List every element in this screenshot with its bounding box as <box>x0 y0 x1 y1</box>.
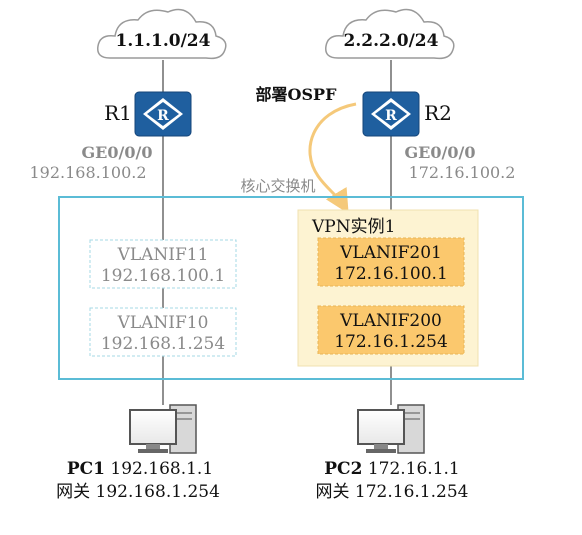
pc2-info: PC2 172.16.1.1 <box>324 459 460 479</box>
vlanif10-name: VLANIF10 <box>117 313 209 333</box>
core-switch-box <box>58 196 524 380</box>
pc2-icon <box>357 404 425 454</box>
router-r2-name: R2 <box>424 101 452 125</box>
router-r1-name: R1 <box>104 101 132 125</box>
pc2-gateway: 网关 172.16.1.254 <box>316 482 469 502</box>
cloud-left-icon <box>97 8 227 60</box>
vlanif10-box <box>89 307 237 357</box>
svg-text:R: R <box>157 108 169 124</box>
vlanif11-name: VLANIF11 <box>117 245 209 265</box>
router-r1-ip: 192.168.100.2 <box>29 163 146 182</box>
vlanif201-ip: 172.16.100.1 <box>334 264 448 284</box>
vlanif10-ip: 192.168.1.254 <box>101 334 225 354</box>
cloud-right-label: 2.2.2.0/24 <box>344 31 439 51</box>
vlanif201-name: VLANIF201 <box>339 243 442 263</box>
cloud-right-icon <box>325 8 455 60</box>
router-r1-interface: GE0/0/0 <box>82 143 153 162</box>
router-r2-ip: 172.16.100.2 <box>409 163 516 182</box>
cloud-left-label: 1.1.1.0/24 <box>116 31 211 51</box>
pc1-icon <box>129 404 197 454</box>
vlanif11-box <box>89 239 237 289</box>
vlanif11-ip: 192.168.100.1 <box>101 266 225 286</box>
router-r2-icon: R <box>362 91 420 137</box>
router-r1-icon: R <box>134 91 192 137</box>
router-r2-interface: GE0/0/0 <box>405 143 476 162</box>
pc1-info: PC1 192.168.1.1 <box>67 459 213 479</box>
ospf-arrow <box>308 102 357 214</box>
svg-text:R: R <box>385 108 397 124</box>
pc1-gateway: 网关 192.168.1.254 <box>56 482 220 502</box>
vlanif200-name: VLANIF200 <box>339 311 442 331</box>
vlanif201-box <box>317 237 465 287</box>
vlanif200-ip: 172.16.1.254 <box>334 332 448 352</box>
vlanif200-box <box>317 305 465 355</box>
core-switch-label: 核心交换机 <box>240 177 315 195</box>
deploy-ospf-label: 部署OSPF <box>256 85 338 104</box>
vpn-instance-label: VPN实例1 <box>311 217 395 237</box>
